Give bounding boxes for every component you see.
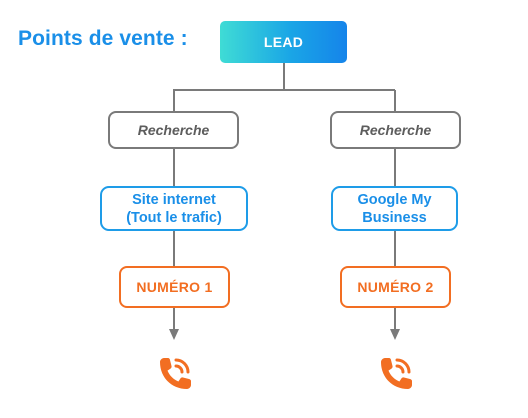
arrowhead-left [169,329,179,340]
search-node-right: Recherche [330,111,461,149]
phone-ringing-icon [160,358,191,389]
source-node-website: Site internet (Tout le trafic) [100,186,248,231]
arrowhead-right [390,329,400,340]
number-node-1: NUMÉRO 1 [119,266,230,308]
page-title: Points de vente : [18,27,188,50]
search-node-left: Recherche [108,111,239,149]
source-node-google-my-business: Google My Business [331,186,458,231]
number-node-2: NUMÉRO 2 [340,266,451,308]
phone-ringing-icon [381,358,412,389]
lead-node: LEAD [220,21,347,63]
